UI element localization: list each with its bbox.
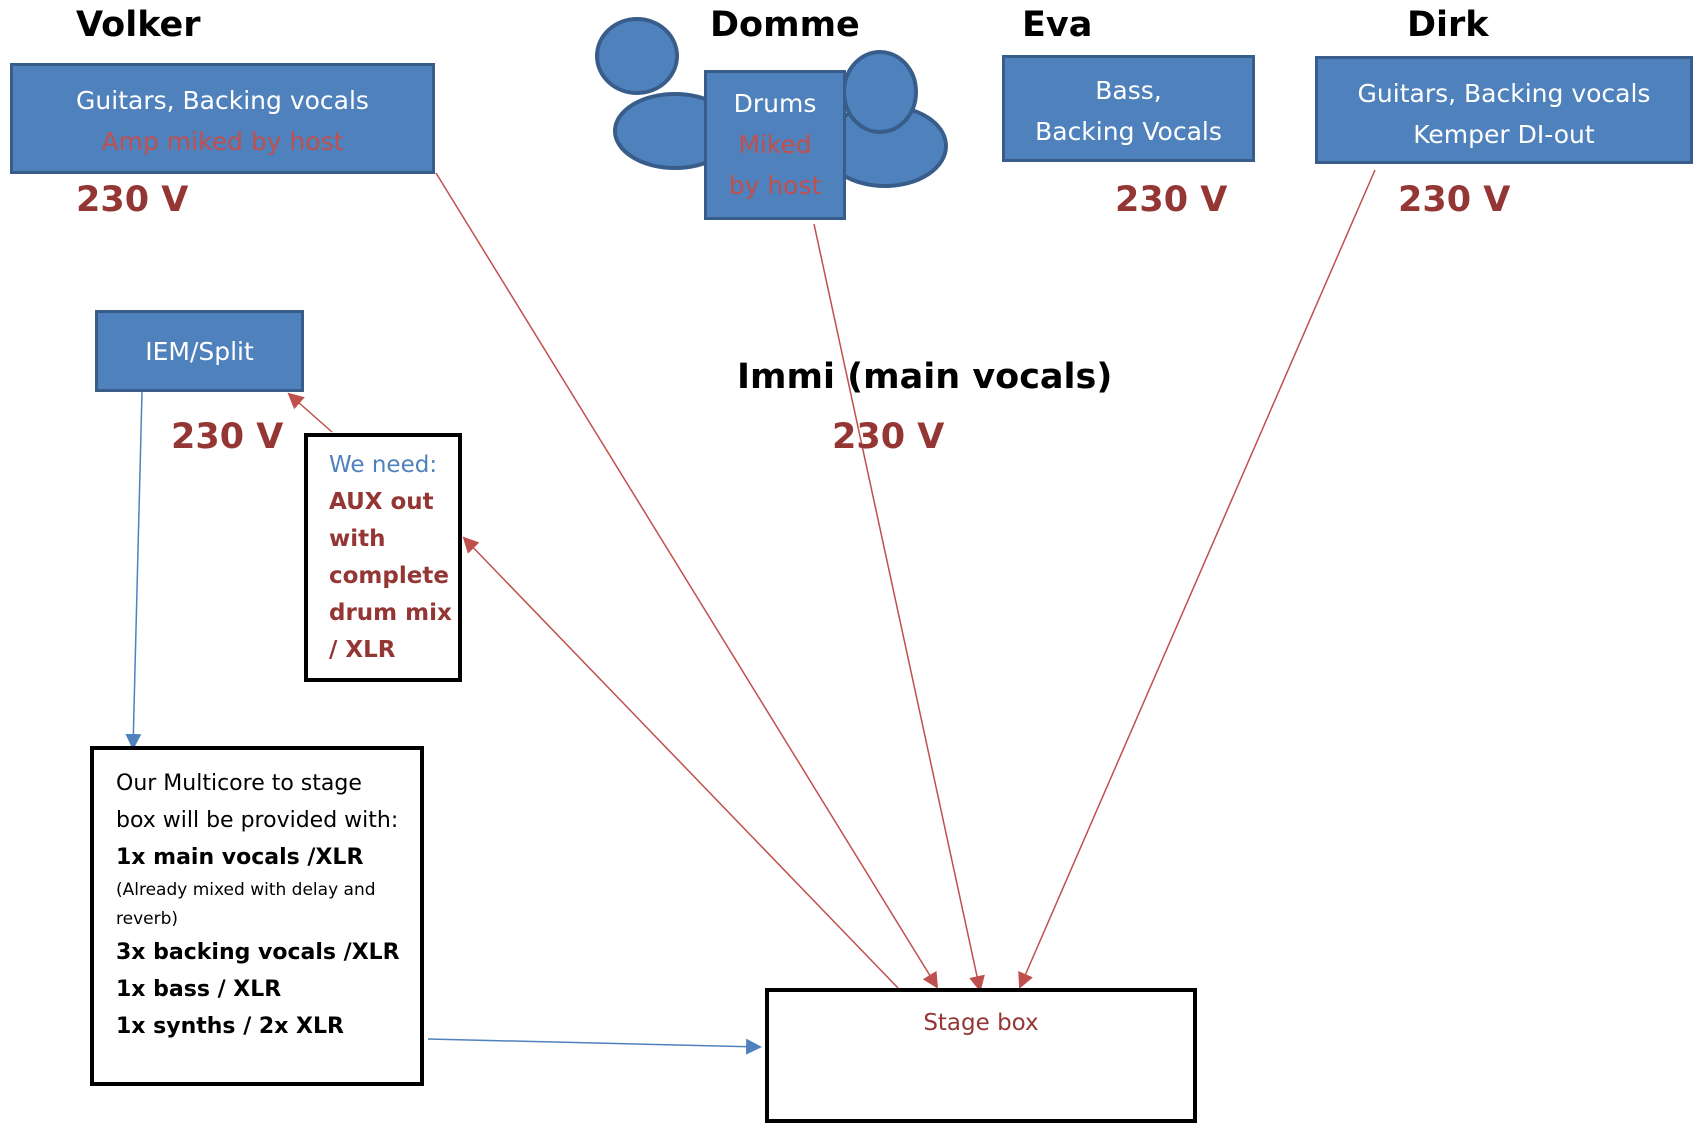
drum-tom-icon [595,17,679,95]
eva-role-line1: Bass, [1095,76,1162,105]
volker-name: Volker [76,5,201,45]
request-box: We need: AUX out with complete drum mix … [304,433,462,682]
stage-box: Stage box [765,988,1197,1123]
multicore-item-backing-vocals: 3x backing vocals /XLR [116,940,400,965]
volker-to-stagebox-arrow [435,172,939,989]
domme-role: Drums [733,89,817,118]
request-line: drum mix [329,600,452,626]
request-to-iem-arrow [287,392,333,433]
multicore-item-note-line1: (Already mixed with delay and [116,880,376,900]
domme-note-line1: Miked [738,130,812,159]
dirk-role-box: Guitars, Backing vocals Kemper DI-out [1315,56,1693,164]
dirk-role-line2: Kemper DI-out [1413,120,1595,149]
stagebox-to-request-arrow [462,536,899,989]
stage-box-label: Stage box [923,1010,1039,1036]
iem-split-box: IEM/Split [95,310,304,392]
domme-role-box: Drums Miked by host [704,70,846,220]
domme-name: Domme [710,5,860,45]
dirk-voltage: 230 V [1398,180,1511,220]
multicore-intro-line2: box will be provided with: [116,808,399,833]
multicore-box: Our Multicore to stage box will be provi… [90,746,424,1086]
multicore-item-bass: 1x bass / XLR [116,977,282,1002]
volker-voltage: 230 V [76,180,189,220]
multicore-intro-line1: Our Multicore to stage [116,771,362,796]
immi-name: Immi (main vocals) [737,357,1113,397]
drum-kit-icon [595,17,948,188]
multicore-item-note-line2: reverb) [116,909,179,929]
eva-role-box: Bass, Backing Vocals [1002,55,1255,162]
request-line: with [329,526,386,552]
volker-role: Guitars, Backing vocals [76,86,369,115]
immi-voltage: 230 V [832,417,945,457]
eva-voltage: 230 V [1115,180,1228,220]
drum-cymbal-icon [842,50,918,134]
volker-note: Amp miked by host [101,127,344,156]
domme-note-line2: by host [728,171,822,200]
request-heading: We need: [329,452,438,478]
multicore-to-stagebox-arrow [427,1038,762,1055]
request-line: AUX out [329,489,434,515]
request-line: / XLR [329,637,396,663]
dirk-name: Dirk [1407,5,1489,45]
iem-split-label: IEM/Split [145,337,254,366]
eva-role-line2: Backing Vocals [1035,117,1222,146]
iem-voltage: 230 V [171,417,284,457]
dirk-to-stagebox-arrow [1018,169,1376,989]
request-line: complete [329,563,449,589]
eva-name: Eva [1022,5,1093,45]
iem-to-multicore-arrow [125,391,143,750]
dirk-role-line1: Guitars, Backing vocals [1357,79,1651,108]
multicore-item-synths: 1x synths / 2x XLR [116,1014,344,1039]
volker-role-box: Guitars, Backing vocals Amp miked by hos… [10,63,435,174]
drums-to-stagebox-arrow [813,223,985,992]
multicore-item-main-vocals: 1x main vocals /XLR [116,845,364,870]
